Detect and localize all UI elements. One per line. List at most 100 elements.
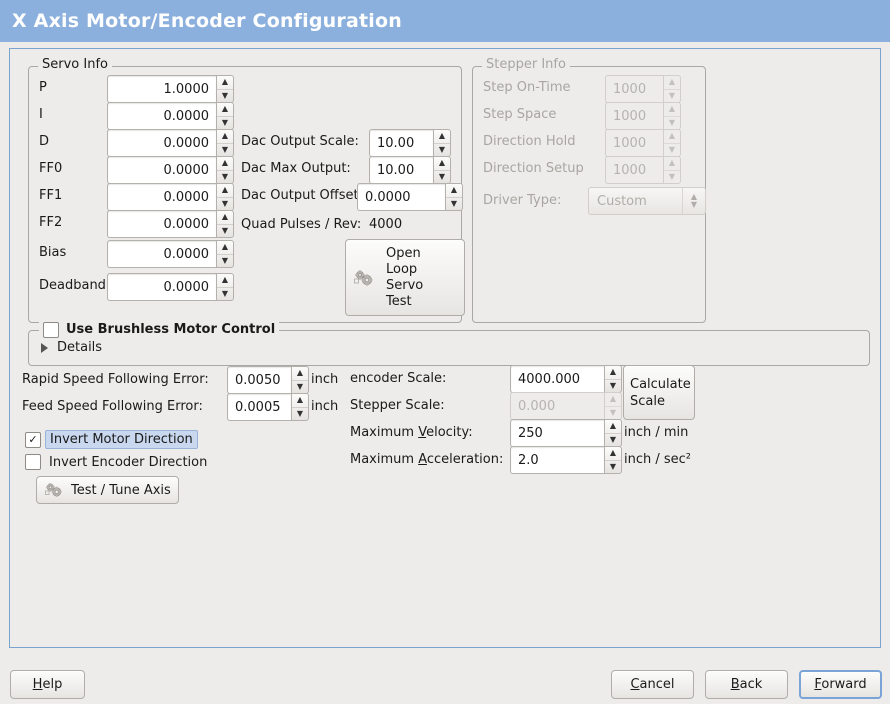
spin-up-icon[interactable]: ▲	[292, 367, 308, 381]
spinner-maximum-velocity[interactable]: 250 ▲ ▼	[510, 419, 622, 447]
spin-up-icon[interactable]: ▲	[434, 130, 450, 144]
spinner-encoder-scale-buttons[interactable]: ▲ ▼	[604, 365, 622, 393]
spin-down-icon[interactable]: ▼	[609, 461, 617, 471]
spin-up-icon[interactable]: ▲	[605, 366, 621, 380]
spinner-direction-hold-value: 1000	[605, 129, 663, 157]
spin-up-icon[interactable]: ▲	[217, 157, 233, 171]
spin-down-icon[interactable]: ▼	[438, 144, 446, 154]
spin-up-icon[interactable]: ▲	[217, 130, 233, 144]
spinner-ff2-value[interactable]: 0.0000	[107, 210, 216, 238]
spin-up-icon[interactable]: ▲	[217, 241, 233, 255]
spinner-ff2-buttons[interactable]: ▲ ▼	[216, 210, 234, 238]
spinner-ff1-buttons[interactable]: ▲ ▼	[216, 183, 234, 211]
spinner-maximum-acceleration-value[interactable]: 2.0	[510, 446, 604, 474]
spinner-feed-following-error-buttons[interactable]: ▲ ▼	[291, 393, 309, 421]
spinner-maximum-acceleration-buttons[interactable]: ▲ ▼	[604, 446, 622, 474]
spin-down-icon[interactable]: ▼	[221, 198, 229, 208]
spinner-ff0[interactable]: 0.0000 ▲ ▼	[107, 156, 234, 184]
spinner-i-buttons[interactable]: ▲ ▼	[216, 102, 234, 130]
invert-motor-direction-checkbox[interactable]: ✓	[25, 431, 41, 448]
spinner-rapid-following-error-value[interactable]: 0.0050	[227, 366, 291, 394]
spin-up-icon[interactable]: ▲	[217, 103, 233, 117]
cancel-button[interactable]: Cancel	[611, 670, 694, 699]
spinner-d[interactable]: 0.0000 ▲ ▼	[107, 129, 234, 157]
spinner-ff1-value[interactable]: 0.0000	[107, 183, 216, 211]
spinner-p-buttons[interactable]: ▲ ▼	[216, 75, 234, 103]
spin-up-icon[interactable]: ▲	[446, 184, 462, 198]
calculate-scale-button[interactable]: Calculate Scale	[623, 365, 695, 420]
spinner-deadband-value[interactable]: 0.0000	[107, 273, 216, 301]
spin-up-icon[interactable]: ▲	[217, 184, 233, 198]
spinner-p-value[interactable]: 1.0000	[107, 75, 216, 103]
spinner-encoder-scale-value[interactable]: 4000.000	[510, 365, 604, 393]
test-tune-axis-button[interactable]: Test / Tune Axis	[36, 476, 179, 504]
use-brushless-checkbox[interactable]	[43, 322, 59, 338]
invert-encoder-direction-checkbox[interactable]	[25, 454, 41, 470]
label-feed-following-error: Feed Speed Following Error:	[22, 399, 203, 414]
spinner-rapid-following-error-buttons[interactable]: ▲ ▼	[291, 366, 309, 394]
spin-down-icon[interactable]: ▼	[296, 408, 304, 418]
spinner-feed-following-error-value[interactable]: 0.0005	[227, 393, 291, 421]
spinner-dac-max-output-value[interactable]: 10.00	[369, 156, 433, 184]
details-expander[interactable]: Details	[41, 340, 102, 355]
spin-up-icon[interactable]: ▲	[217, 76, 233, 90]
label-dac-max-output: Dac Max Output:	[241, 161, 351, 176]
spinner-ff0-value[interactable]: 0.0000	[107, 156, 216, 184]
spinner-p[interactable]: 1.0000 ▲ ▼	[107, 75, 234, 103]
spin-down-icon[interactable]: ▼	[221, 255, 229, 265]
open-loop-servo-test-button[interactable]: Open Loop Servo Test	[345, 239, 465, 316]
spin-down-icon[interactable]: ▼	[609, 380, 617, 390]
spinner-d-buttons[interactable]: ▲ ▼	[216, 129, 234, 157]
spinner-deadband[interactable]: 0.0000 ▲ ▼	[107, 273, 234, 301]
spin-down-icon[interactable]: ▼	[450, 198, 458, 208]
gears-icon	[43, 481, 65, 499]
spin-down-icon[interactable]: ▼	[609, 434, 617, 444]
spinner-ff2[interactable]: 0.0000 ▲ ▼	[107, 210, 234, 238]
spinner-i[interactable]: 0.0000 ▲ ▼	[107, 102, 234, 130]
spin-down-icon[interactable]: ▼	[221, 90, 229, 100]
back-button[interactable]: Back	[705, 670, 788, 699]
spin-up-icon[interactable]: ▲	[605, 447, 621, 461]
spinner-dac-output-offset-value[interactable]: 0.0000	[357, 183, 445, 211]
spin-down-icon[interactable]: ▼	[221, 117, 229, 127]
spinner-bias-buttons[interactable]: ▲ ▼	[216, 240, 234, 268]
spinner-maximum-velocity-value[interactable]: 250	[510, 419, 604, 447]
spinner-encoder-scale[interactable]: 4000.000 ▲ ▼	[510, 365, 622, 393]
help-button[interactable]: Help	[10, 670, 85, 699]
spinner-i-value[interactable]: 0.0000	[107, 102, 216, 130]
spinner-bias[interactable]: 0.0000 ▲ ▼	[107, 240, 234, 268]
spin-up-icon[interactable]: ▲	[434, 157, 450, 171]
spin-down-icon[interactable]: ▼	[221, 225, 229, 235]
forward-button[interactable]: Forward	[799, 670, 882, 699]
spinner-feed-following-error[interactable]: 0.0005 ▲ ▼	[227, 393, 309, 421]
spinner-ff1[interactable]: 0.0000 ▲ ▼	[107, 183, 234, 211]
spin-down-icon[interactable]: ▼	[221, 288, 229, 298]
spinner-dac-output-offset-buttons[interactable]: ▲ ▼	[445, 183, 463, 211]
spinner-dac-output-scale-value[interactable]: 10.00	[369, 129, 433, 157]
label-maximum-acceleration: Maximum Acceleration:	[350, 452, 504, 467]
spin-up-icon[interactable]: ▲	[292, 394, 308, 408]
spinner-maximum-acceleration[interactable]: 2.0 ▲ ▼	[510, 446, 622, 474]
spin-down-icon[interactable]: ▼	[296, 381, 304, 391]
spinner-maximum-velocity-buttons[interactable]: ▲ ▼	[604, 419, 622, 447]
invert-motor-direction-row[interactable]: ✓ Invert Motor Direction	[25, 430, 198, 449]
spinner-dac-output-scale-buttons[interactable]: ▲ ▼	[433, 129, 451, 157]
spinner-dac-output-scale[interactable]: 10.00 ▲ ▼	[369, 129, 451, 157]
details-label: Details	[57, 340, 103, 355]
spin-down-icon[interactable]: ▼	[221, 171, 229, 181]
spinner-deadband-buttons[interactable]: ▲ ▼	[216, 273, 234, 301]
invert-encoder-direction-row[interactable]: Invert Encoder Direction	[25, 454, 207, 470]
chevron-right-icon[interactable]	[41, 342, 48, 353]
spin-up-icon[interactable]: ▲	[217, 274, 233, 288]
spinner-d-value[interactable]: 0.0000	[107, 129, 216, 157]
spin-down-icon[interactable]: ▼	[221, 144, 229, 154]
spin-up-icon[interactable]: ▲	[217, 211, 233, 225]
spin-up-icon[interactable]: ▲	[605, 420, 621, 434]
spinner-rapid-following-error[interactable]: 0.0050 ▲ ▼	[227, 366, 309, 394]
spin-down-icon[interactable]: ▼	[438, 171, 446, 181]
spinner-ff0-buttons[interactable]: ▲ ▼	[216, 156, 234, 184]
spinner-dac-max-output[interactable]: 10.00 ▲ ▼	[369, 156, 451, 184]
spinner-dac-output-offset[interactable]: 0.0000 ▲ ▼	[357, 183, 463, 211]
spinner-dac-max-output-buttons[interactable]: ▲ ▼	[433, 156, 451, 184]
spinner-bias-value[interactable]: 0.0000	[107, 240, 216, 268]
